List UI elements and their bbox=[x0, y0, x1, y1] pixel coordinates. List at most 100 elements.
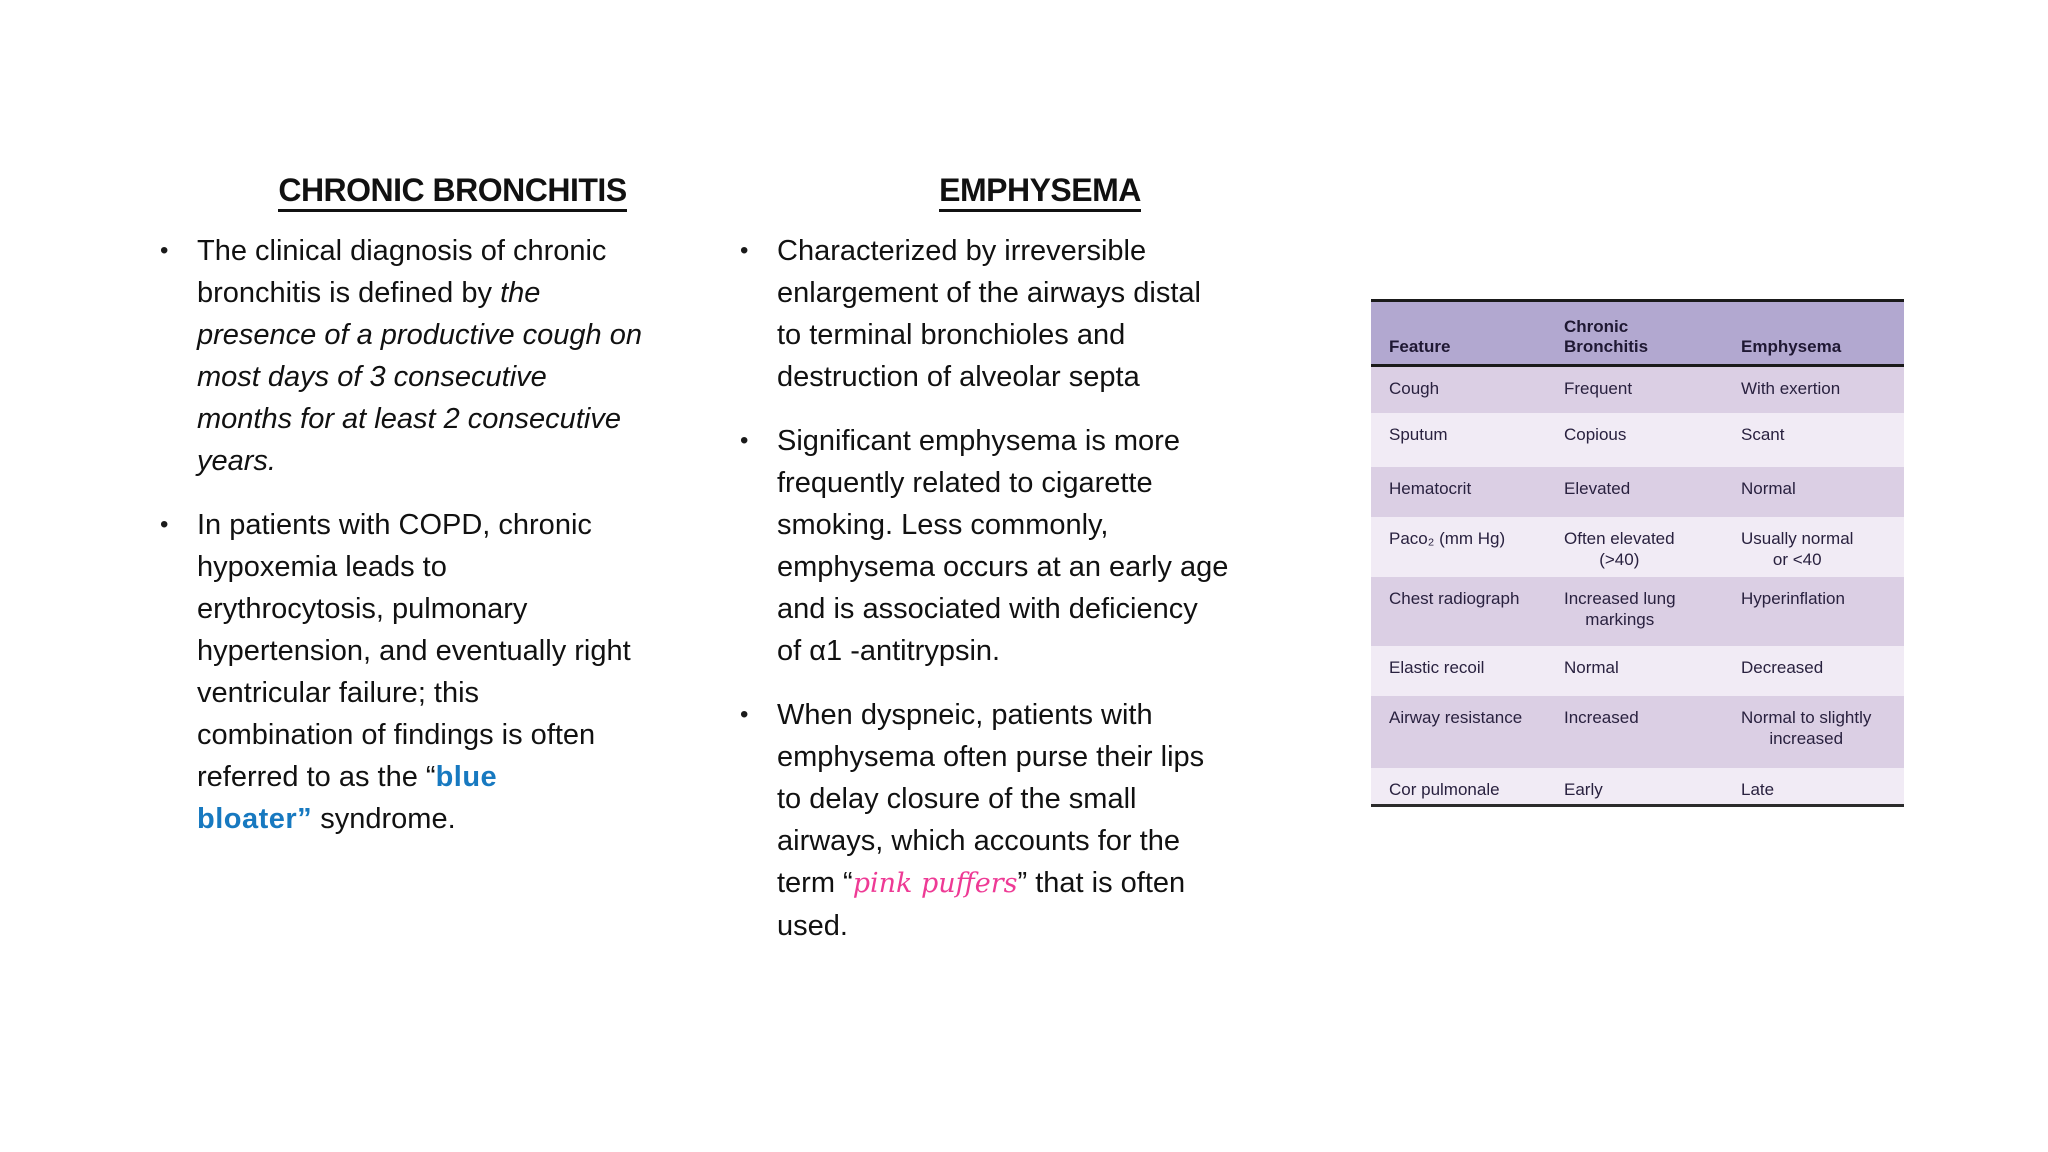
plain-text: combination of findings is often bbox=[197, 719, 596, 751]
bullet-icon: • bbox=[160, 237, 169, 264]
value-cell: Increased bbox=[1553, 695, 1731, 768]
plain-text: hypoxemia leads to bbox=[197, 551, 447, 583]
plain-text: ” that is often bbox=[1017, 867, 1186, 899]
cell-text: Sputum bbox=[1389, 424, 1448, 444]
text-line: years. bbox=[197, 440, 745, 482]
cell-text: Late bbox=[1741, 779, 1775, 799]
styled-text-blue: blue bbox=[435, 761, 498, 793]
text-line: bronchitis is defined by the bbox=[197, 272, 745, 314]
text-line: bloater” syndrome. bbox=[197, 798, 745, 840]
table-row: Elastic recoil Normal Decreased bbox=[1371, 645, 1904, 696]
cell-text: Decreased bbox=[1741, 657, 1824, 677]
table-row: Hematocrit Elevated Normal bbox=[1371, 466, 1904, 517]
value-cell: Elevated bbox=[1553, 466, 1731, 517]
plain-text: emphysema often purse their lips bbox=[777, 741, 1205, 773]
text-line: ventricular failure; this bbox=[197, 672, 745, 714]
text-line: referred to as the “blue bbox=[197, 756, 745, 798]
cell-text: Hyperinflation bbox=[1741, 588, 1845, 608]
plain-text: Significant emphysema is more bbox=[777, 425, 1180, 457]
cell-text: Elastic recoil bbox=[1389, 657, 1485, 677]
feature-cell: Paco₂ (mm Hg) bbox=[1371, 516, 1553, 577]
text-line: Characterized by irreversible bbox=[777, 230, 1340, 272]
cell-text: Normal to slightly increased bbox=[1741, 707, 1872, 748]
chronic-bronchitis-heading: CHRONIC BRONCHITIS bbox=[278, 172, 627, 212]
cell-text: Scant bbox=[1741, 424, 1785, 444]
plain-text: When dyspneic, patients with bbox=[777, 699, 1153, 731]
plain-text: syndrome. bbox=[312, 803, 456, 835]
plain-text: Characterized by irreversible bbox=[777, 235, 1147, 267]
feature-cell: Cor pulmonale bbox=[1371, 767, 1553, 805]
styled-text-italic: months for at least 2 consecutive bbox=[197, 403, 621, 435]
chronic-bronchitis-heading-row: CHRONIC BRONCHITIS bbox=[160, 172, 745, 212]
value-cell: Normal bbox=[1731, 466, 1904, 517]
bullet-icon: • bbox=[740, 427, 749, 454]
text-line: enlargement of the airways distal bbox=[777, 272, 1340, 314]
text-line: hypertension, and eventually right bbox=[197, 630, 745, 672]
text-line: of α1 -antitrypsin. bbox=[777, 630, 1340, 672]
table-row: Cor pulmonale Early Late bbox=[1371, 767, 1904, 805]
cell-text: Chest radiograph bbox=[1389, 588, 1520, 608]
cell-text: Normal bbox=[1564, 657, 1619, 677]
value-cell: Frequent bbox=[1553, 365, 1731, 413]
text-line: and is associated with deficiency bbox=[777, 588, 1340, 630]
plain-text: airways, which accounts for the bbox=[777, 825, 1180, 857]
cell-text: With exertion bbox=[1741, 379, 1841, 398]
styled-text-blue: bloater” bbox=[197, 803, 313, 835]
text-line: to delay closure of the small bbox=[777, 778, 1340, 820]
text-line: erythrocytosis, pulmonary bbox=[197, 588, 745, 630]
bullet-item: • In patients with COPD, chronic hypoxemia… bbox=[160, 504, 745, 840]
table-header-cell: Chronic Bronchitis bbox=[1553, 300, 1731, 367]
styled-text-pink: pink puffers bbox=[852, 868, 1018, 899]
text-line: used. bbox=[777, 905, 1340, 947]
cell-text: Frequent bbox=[1564, 379, 1633, 398]
styled-text-italic: years. bbox=[197, 445, 276, 477]
text-line: combination of findings is often bbox=[197, 714, 745, 756]
value-cell: Normal bbox=[1553, 645, 1731, 696]
text-line: presence of a productive cough on bbox=[197, 314, 745, 356]
bullet-text: Significant emphysema is more frequently … bbox=[777, 420, 1340, 672]
value-cell: Increased lung markings bbox=[1553, 576, 1731, 646]
plain-text: erythrocytosis, pulmonary bbox=[197, 593, 528, 625]
text-line: to terminal bronchioles and bbox=[777, 314, 1340, 356]
cell-text: Early bbox=[1564, 779, 1603, 799]
cell-text: Normal bbox=[1741, 478, 1796, 498]
bullet-icon: • bbox=[160, 511, 169, 538]
styled-text-italic: presence of a productive cough on bbox=[197, 319, 642, 351]
plain-text: frequently related to cigarette bbox=[777, 467, 1153, 499]
cell-text: Hematocrit bbox=[1389, 478, 1472, 498]
cell-text: Usually normal or <40 bbox=[1741, 528, 1854, 569]
cell-text: Often elevated (>40) bbox=[1564, 528, 1675, 569]
emphysema-column: EMPHYSEMA • Characterized by irreversible… bbox=[740, 172, 1340, 969]
text-line: The clinical diagnosis of chronic bbox=[197, 230, 745, 272]
feature-cell: Elastic recoil bbox=[1371, 645, 1553, 696]
bullet-icon: • bbox=[740, 237, 749, 264]
text-line: hypoxemia leads to bbox=[197, 546, 745, 588]
emphysema-heading-row: EMPHYSEMA bbox=[740, 172, 1340, 212]
value-cell: Often elevated (>40) bbox=[1553, 516, 1731, 577]
plain-text: to delay closure of the small bbox=[777, 783, 1137, 815]
feature-cell: Cough bbox=[1371, 365, 1553, 413]
plain-text: ventricular failure; this bbox=[197, 677, 480, 709]
cell-text: Cough bbox=[1389, 379, 1440, 398]
text-line: frequently related to cigarette bbox=[777, 462, 1340, 504]
value-cell: Late bbox=[1731, 767, 1904, 805]
table-header-cell: Feature bbox=[1371, 300, 1553, 367]
text-line: airways, which accounts for the bbox=[777, 820, 1340, 862]
text-line: smoking. Less commonly, bbox=[777, 504, 1340, 546]
plain-text: term “ bbox=[777, 867, 853, 899]
plain-text: In patients with COPD, chronic bbox=[197, 509, 592, 541]
styled-text-italic: the bbox=[500, 277, 541, 309]
bullet-item: • Characterized by irreversible enlargemen… bbox=[740, 230, 1340, 398]
table-row: Paco₂ (mm Hg) Often elevated (>40) Usually… bbox=[1371, 516, 1904, 577]
text-line: months for at least 2 consecutive bbox=[197, 398, 745, 440]
plain-text: emphysema occurs at an early age bbox=[777, 551, 1229, 583]
bullet-text: In patients with COPD, chronic hypoxemia … bbox=[197, 504, 745, 840]
text-line: Significant emphysema is more bbox=[777, 420, 1340, 462]
